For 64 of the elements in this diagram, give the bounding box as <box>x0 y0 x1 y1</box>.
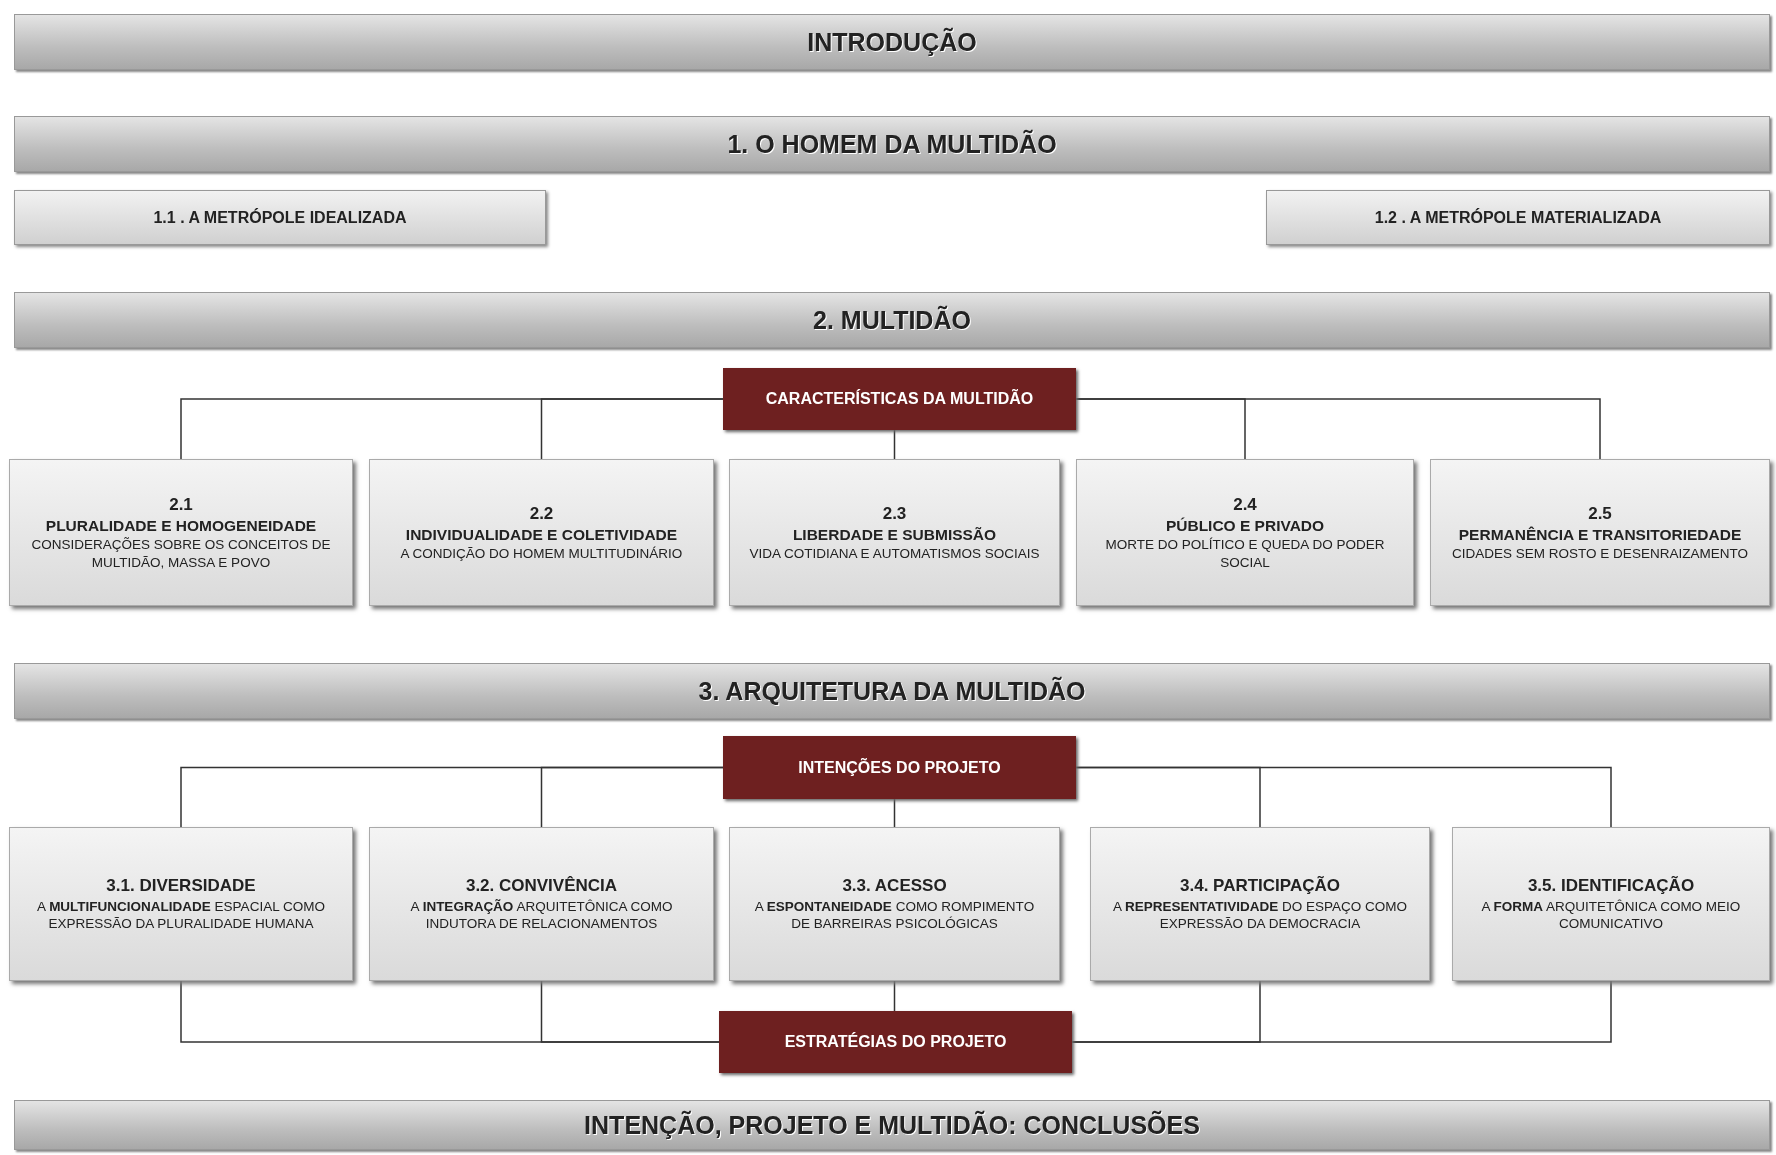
description-text: CONSIDERAÇÕES SOBRE OS CONCEITOS DE MULTIDÃO, MASSA E POVO <box>30 536 332 572</box>
topic-box <box>369 459 714 606</box>
title-text: 2. MULTIDÃO <box>813 305 971 335</box>
heading-text: PERMANÊNCIA E TRANSITORIEDADE <box>1458 524 1742 545</box>
topic-box <box>9 459 353 606</box>
title-text: ESTRATÉGIAS DO PROJETO <box>784 1033 1007 1051</box>
title-text: INTENÇÕES DO PROJETO <box>798 758 1001 777</box>
topic-box <box>1452 827 1770 981</box>
heading-text: LIBERDADE E SUBMISSÃO <box>792 524 997 545</box>
number-text: 2.2 <box>529 502 554 525</box>
description-text: A REPRESENTATIVIDADE DO ESPAÇO COMO EXPRESSÃO DA DEMOCRACIA <box>1111 897 1409 933</box>
connector-line <box>1075 766 1612 828</box>
connector-line <box>893 980 896 1012</box>
category-box <box>719 1011 1072 1073</box>
number-text: 2.3 <box>882 502 907 525</box>
category-box <box>723 736 1076 799</box>
title-text: 1. O HOMEM DA MULTIDÃO <box>727 129 1057 159</box>
description-text: A INTEGRAÇÃO ARQUITETÔNICA COMO INDUTORA DE RELACIONAMENTOS <box>409 897 674 933</box>
description-text: MORTE DO POLÍTICO E QUEDA DO PODER SOCIAL <box>1104 536 1386 572</box>
title-text: INTRODUÇÃO <box>807 27 977 57</box>
connector-line <box>1071 980 1612 1043</box>
subsection-bar <box>14 190 546 245</box>
connector-line <box>1075 398 1601 460</box>
connector-line <box>893 429 896 460</box>
connector-line <box>540 980 720 1043</box>
subsection-bar <box>1266 190 1770 245</box>
topic-box <box>729 459 1060 606</box>
heading-text: 3.1. DIVERSIDADE <box>106 875 256 898</box>
topic-box <box>1430 459 1770 606</box>
heading-text: 3.4. PARTICIPAÇÃO <box>1180 875 1340 898</box>
heading-text: 3.3. ACESSO <box>842 875 947 898</box>
topic-box <box>9 827 353 981</box>
description-text: VIDA COTIDIANA E AUTOMATISMOS SOCIAIS <box>748 544 1041 563</box>
title-text: INTENÇÃO, PROJETO E MULTIDÃO: CONCLUSÕES <box>584 1110 1200 1140</box>
heading-text: 3.5. IDENTIFICAÇÃO <box>1527 875 1695 898</box>
description-text: A MULTIFUNCIONALIDADE ESPACIAL COMO EXPRESSÃO DA PLURALIDADE HUMANA <box>36 897 326 933</box>
title-text: 3. ARQUITETURA DA MULTIDÃO <box>698 676 1086 706</box>
title-text: 1.1 . A METRÓPOLE IDEALIZADA <box>153 208 407 227</box>
topic-box <box>1076 459 1414 606</box>
description-text: A CONDIÇÃO DO HOMEM MULTITUDINÁRIO <box>399 544 684 563</box>
section-bar <box>14 292 1770 348</box>
section-bar <box>14 116 1770 172</box>
topic-box <box>1090 827 1430 981</box>
section-bar <box>14 1100 1770 1150</box>
description-text: A FORMA ARQUITETÔNICA COMO MEIO COMUNICATIVO <box>1480 897 1742 933</box>
number-text: 2.1 <box>169 493 193 516</box>
heading-text: PLURALIDADE E HOMOGENEIDADE <box>45 515 317 536</box>
section-bar <box>14 663 1770 719</box>
connector-line <box>540 398 724 460</box>
title-text: CARACTERÍSTICAS DA MULTIDÃO <box>765 390 1034 408</box>
category-box <box>723 368 1076 430</box>
section-bar <box>14 14 1770 70</box>
connector-line <box>540 766 724 828</box>
title-text: 1.2 . A METRÓPOLE MATERIALIZADA <box>1374 208 1662 227</box>
heading-text: PÚBLICO E PRIVADO <box>1165 515 1325 536</box>
heading-text: INDIVIDUALIDADE E COLETIVIDADE <box>405 524 678 545</box>
connector-line <box>893 798 896 828</box>
description-text: CIDADES SEM ROSTO E DESENRAIZAMENTO <box>1451 544 1749 563</box>
description-text: A ESPONTANEIDADE COMO ROMPIMENTO DE BARREIRAS PSICOLÓGICAS <box>753 897 1036 933</box>
topic-box <box>369 827 714 981</box>
topic-box <box>729 827 1060 981</box>
number-text: 2.4 <box>1233 493 1257 516</box>
number-text: 2.5 <box>1588 502 1612 525</box>
heading-text: 3.2. CONVIVÊNCIA <box>465 875 618 898</box>
